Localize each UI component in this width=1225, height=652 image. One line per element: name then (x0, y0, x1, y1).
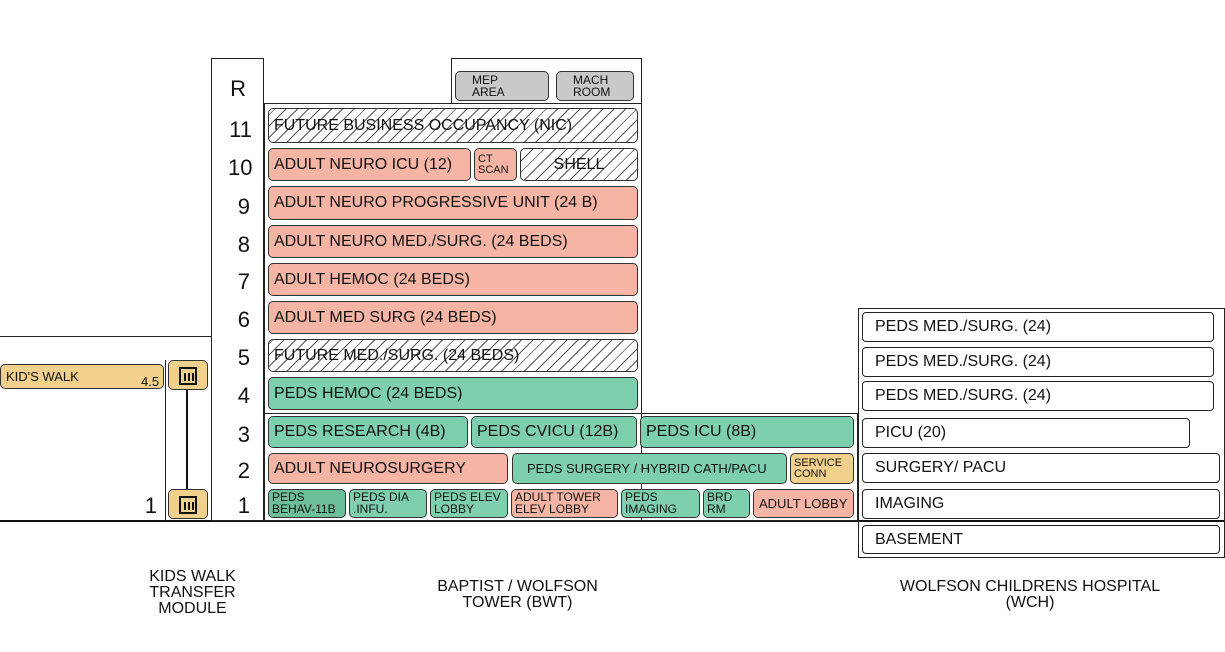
room-l1-adult-lobby: ADULT LOBBY (753, 489, 854, 518)
room-l10-ct-scan: CT SCAN (474, 148, 517, 181)
wch-room-picu: PICU (20) (862, 418, 1190, 448)
room-l6: ADULT MED SURG (24 BEDS) (268, 301, 638, 334)
level-1: 1 (237, 493, 250, 518)
wch-room-peds-medsurg-2: PEDS MED./SURG. (24) (862, 347, 1214, 377)
elevator-shaft-line (186, 389, 188, 489)
level-2: 2 (237, 458, 250, 483)
level-3: 3 (237, 422, 250, 447)
kids-walk-level: 4.5 (141, 374, 160, 389)
kids-walk-module-frame (165, 360, 211, 521)
level-10: 10 (228, 155, 253, 180)
kids-walk-elevator-upper (168, 360, 208, 390)
room-l1-elev-lobby: PEDS ELEV LOBBY (430, 489, 508, 518)
room-l1-adult-tower: ADULT TOWER ELEV LOBBY (511, 489, 618, 518)
level-9: 9 (237, 194, 250, 219)
room-l2-peds-surgery: PEDS SURGERY / HYBRID CATH/PACU (512, 453, 787, 484)
room-l3-icu: PEDS ICU (8B) (640, 416, 854, 448)
kids-walk-bridge: KID'S WALK (0, 364, 164, 389)
room-l8: ADULT NEURO MED./SURG. (24 BEDS) (268, 225, 638, 258)
room-l2-neurosurgery: ADULT NEUROSURGERY (268, 453, 508, 484)
level-6: 6 (237, 307, 250, 332)
bwt-stair-core (211, 58, 264, 521)
kids-walk-ground-level: 1 (144, 493, 157, 518)
level-4: 4 (237, 383, 250, 408)
room-l3-cvicu: PEDS CVICU (12B) (471, 416, 637, 448)
level-11: 11 (229, 117, 252, 142)
room-l9: ADULT NEURO PROGRESSIVE UNIT (24 B) (268, 186, 638, 220)
level-7: 7 (237, 269, 250, 294)
caption-bwt: BAPTIST / WOLFSON TOWER (BWT) (437, 578, 598, 611)
wch-room-peds-medsurg-1: PEDS MED./SURG. (24) (862, 312, 1214, 342)
room-l3-research: PEDS RESEARCH (4B) (268, 416, 468, 448)
room-l1-behav: PEDS BEHAV-11B (268, 489, 346, 518)
room-mep-area: MEP AREA (455, 71, 549, 101)
room-l1-dia: PEDS DIA .INFU. (349, 489, 427, 518)
wch-room-imaging: IMAGING (862, 489, 1220, 519)
room-l7: ADULT HEMOC (24 BEDS) (268, 263, 638, 296)
level-8: 8 (237, 232, 250, 257)
kids-walk-elevator-lower (168, 489, 208, 519)
room-l10-neuro-icu: ADULT NEURO ICU (12) (268, 148, 471, 181)
caption-wch: WOLFSON CHILDRENS HOSPITAL (WCH) (899, 578, 1161, 611)
room-l1-imaging: PEDS IMAGING (621, 489, 700, 518)
bwt-penthouse (451, 58, 642, 104)
caption-kids-walk: KIDS WALK TRANSFER MODULE (149, 568, 236, 617)
room-l2-service-conn: SERVICE CONN (790, 453, 854, 484)
room-l11-future: FUTURE BUSINESS OCCUPANCY (NIC) (268, 108, 638, 143)
bwt-podium-outline (264, 413, 858, 521)
wch-room-surgery-pacu: SURGERY/ PACU (862, 453, 1220, 483)
level-5: 5 (237, 345, 250, 370)
room-l1-brd: BRD RM (703, 489, 750, 518)
level-roof: R (230, 76, 246, 101)
room-l5-future: FUTURE MED./SURG. (24 BEDS) (268, 339, 638, 372)
elevator-icon (179, 496, 197, 514)
wch-room-peds-medsurg-3: PEDS MED./SURG. (24) (862, 381, 1214, 411)
wch-room-basement: BASEMENT (862, 525, 1220, 554)
room-l10-shell: SHELL (520, 148, 638, 181)
room-mach-room: MACH ROOM (556, 71, 634, 101)
room-l4: PEDS HEMOC (24 BEDS) (268, 377, 638, 410)
kids-walk-outline (0, 336, 211, 384)
elevator-icon (179, 367, 197, 385)
